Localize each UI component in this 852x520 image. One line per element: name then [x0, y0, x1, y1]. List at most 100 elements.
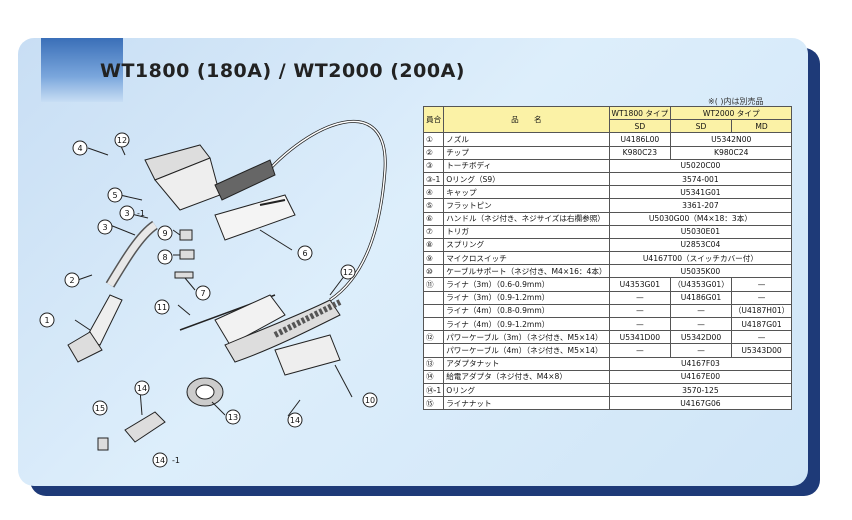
exploded-parts-diagram: 1 2 3 3-1 4 5 6 7 8 9 10 11 12 12 13 14 …: [39, 119, 387, 468]
callout-3: 3: [97, 219, 113, 235]
table-cell: ④: [422, 185, 445, 200]
table-cell: —: [730, 277, 793, 292]
table-row: パワーケーブル（4m）（ネジ付き、M5×14）——U5343D00: [422, 343, 793, 358]
svg-text:1: 1: [44, 316, 49, 325]
table-cell: 3361-207: [608, 198, 793, 213]
table-cell: ハンドル（ネジ付き、ネジサイズは右欄参照）: [443, 211, 610, 226]
svg-text:10: 10: [365, 396, 375, 405]
table-cell: トーチボディ: [443, 158, 610, 173]
optional-parts-note: ※( )内は別売品: [708, 97, 764, 106]
table-cell: ⑮: [422, 396, 445, 411]
table-row: ライナ（4m）（0.9-1.2mm）——U4187G01: [422, 316, 793, 332]
table-cell: U4167G06: [608, 396, 793, 411]
callout-14-a: 14: [134, 380, 150, 396]
svg-text:-1: -1: [137, 209, 145, 218]
callout-2: 2: [64, 272, 80, 288]
svg-text:14: 14: [137, 384, 147, 393]
table-cell: ⑧: [422, 237, 445, 253]
table-cell: Oリング: [443, 382, 610, 398]
svg-text:-1: -1: [172, 456, 180, 465]
callout-3-1: 3 -1: [119, 205, 145, 221]
callout-4: 4: [72, 140, 88, 156]
table-cell: ライナ（3m）（0.6-0.9mm）: [443, 277, 610, 292]
svg-text:12: 12: [343, 268, 353, 277]
table-cell: ライナ（4m）（0.9-1.2mm）: [443, 316, 610, 332]
callout-14-b: 14: [287, 412, 303, 428]
table-cell: —: [730, 290, 793, 305]
callout-9: 9: [157, 225, 173, 241]
table-row: ライナ（4m）（0.8-0.9mm）——（U4187H01）: [422, 303, 793, 319]
table-cell: マイクロスイッチ: [443, 251, 610, 266]
table-cell: [422, 343, 445, 358]
table-cell: U2853C04: [608, 237, 793, 253]
table-cell: U5341D00: [608, 330, 672, 345]
svg-text:2: 2: [69, 276, 74, 285]
table-cell: U5035K00: [608, 264, 793, 279]
table-cell: U4187G01: [730, 316, 793, 332]
callout-5: 5: [107, 187, 123, 203]
callout-6-a: 6: [297, 245, 313, 261]
table-cell: ⑦: [422, 224, 445, 239]
table-cell: トリガ: [443, 224, 610, 239]
table-cell: 給電アダプタ（ネジ付き、M4×8）: [443, 369, 610, 384]
table-cell: U5020C00: [608, 158, 793, 173]
table-cell: U4167T00（スイッチカバー付）: [608, 251, 793, 266]
svg-text:8: 8: [162, 253, 167, 262]
callout-1: 1: [39, 312, 55, 328]
table-cell: ⑫: [422, 330, 445, 345]
table-cell: パワーケーブル（4m）（ネジ付き、M5×14）: [443, 343, 610, 358]
callout-15: 15: [92, 400, 108, 416]
table-cell: —: [670, 343, 732, 358]
table-cell: ノズル: [443, 132, 610, 147]
callout-13: 13: [225, 409, 241, 425]
table-cell: ⑩: [422, 264, 445, 279]
svg-text:6: 6: [302, 249, 307, 258]
table-cell: ライナ（3m）（0.9-1.2mm）: [443, 290, 610, 305]
table-cell: ⑬: [422, 356, 445, 371]
header-no: 員合: [422, 105, 445, 134]
table-cell: ⑤: [422, 198, 445, 213]
svg-text:3: 3: [124, 209, 129, 218]
table-cell: チップ: [443, 145, 610, 160]
table-cell: U5030E01: [608, 224, 793, 239]
table-cell: —: [670, 316, 732, 332]
table-cell: —: [608, 303, 672, 319]
table-cell: ⑪: [422, 277, 445, 292]
table-cell: K980C24: [670, 145, 793, 160]
table-cell: U5030G00（M4×18：3本）: [608, 211, 793, 226]
table-cell: （U4187H01）: [730, 303, 793, 319]
table-cell: U4167E00: [608, 369, 793, 384]
table-cell: ①: [422, 132, 445, 147]
table-cell: ライナ（4m）（0.8-0.9mm）: [443, 303, 610, 319]
table-cell: ケーブルサポート（ネジ付き、M4×16：4本）: [443, 264, 610, 279]
table-cell: U5343D00: [730, 343, 793, 358]
table-cell: ②: [422, 145, 445, 160]
table-cell: フラットピン: [443, 198, 610, 213]
svg-text:14: 14: [290, 416, 300, 425]
table-cell: U4186L00: [608, 132, 672, 147]
svg-text:13: 13: [228, 413, 238, 422]
header-md-wt2000: MD: [730, 119, 793, 134]
callout-11: 11: [154, 299, 170, 315]
table-cell: U5342N00: [670, 132, 793, 147]
callout-10: 10: [362, 392, 378, 408]
table-cell: ③-1: [422, 171, 445, 187]
header-wt1800: WT1800 タイプ: [608, 105, 672, 121]
table-cell: U4353G01: [608, 277, 672, 292]
svg-text:11: 11: [157, 303, 167, 312]
header-sd-wt2000: SD: [670, 119, 732, 134]
